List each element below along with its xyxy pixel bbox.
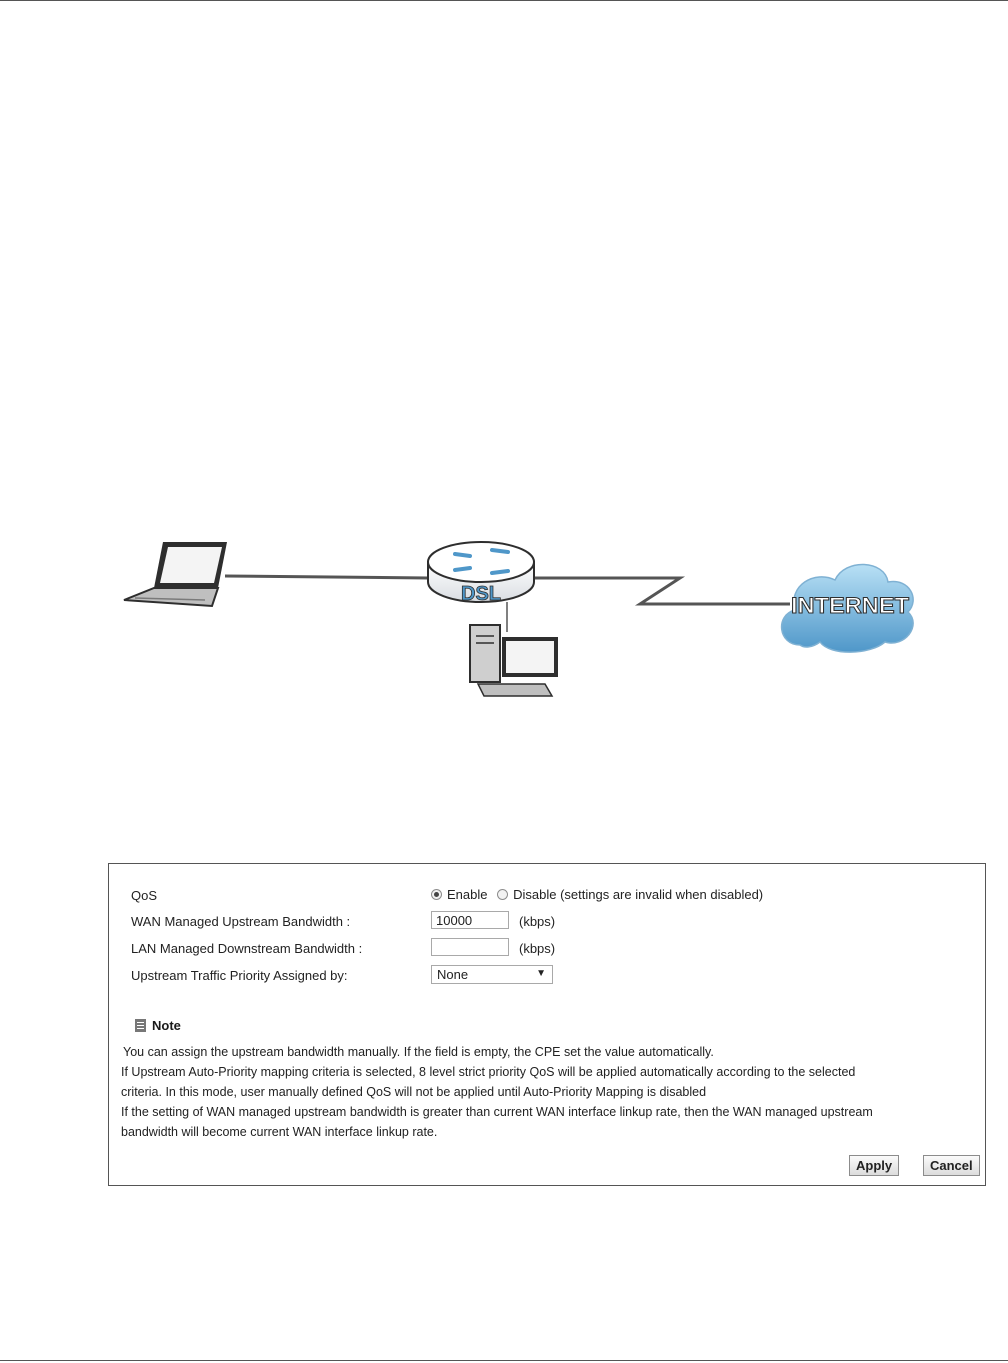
internet-cloud-icon: INTERNET — [780, 563, 914, 653]
note-line: If Upstream Auto-Priority mapping criter… — [121, 1065, 856, 1079]
qos-enable-radio[interactable] — [431, 889, 442, 900]
qos-label: QoS — [131, 888, 158, 903]
qos-radio-group: Enable Disable (settings are invalid whe… — [431, 887, 763, 902]
laptop-icon — [123, 542, 227, 608]
note-line: If the setting of WAN managed upstream b… — [121, 1105, 873, 1119]
downstream-unit: (kbps) — [519, 941, 556, 956]
note-title: Note — [152, 1018, 181, 1033]
note-line: criteria. In this mode, user manually de… — [121, 1085, 707, 1099]
desktop-computer-icon — [469, 624, 558, 697]
bottom-rule — [0, 1360, 1008, 1361]
upstream-bandwidth-label: WAN Managed Upstream Bandwidth : — [131, 914, 351, 929]
upstream-unit: (kbps) — [519, 914, 556, 929]
dropdown-arrow-icon: ▼ — [536, 968, 546, 979]
downstream-bandwidth-label: LAN Managed Downstream Bandwidth : — [131, 941, 363, 956]
apply-button[interactable]: Apply — [849, 1155, 900, 1176]
priority-selected-value: None — [437, 967, 469, 982]
note-line: bandwidth will become current WAN interf… — [121, 1125, 438, 1139]
internet-link — [535, 576, 790, 606]
top-rule — [0, 0, 1008, 1]
router-label: DSL — [461, 583, 501, 605]
router-icon: DSL — [427, 541, 535, 605]
qos-disable-label: Disable (settings are invalid when disab… — [513, 887, 764, 902]
qos-disable-radio[interactable] — [497, 889, 509, 900]
priority-assigned-label: Upstream Traffic Priority Assigned by: — [131, 968, 348, 983]
priority-assigned-select[interactable]: None ▼ — [431, 965, 553, 984]
laptop-link — [224, 574, 429, 580]
qos-enable-label: Enable — [447, 887, 488, 902]
note-icon — [135, 1019, 146, 1032]
note-header: Note — [135, 1018, 181, 1033]
note-line: You can assign the upstream bandwidth ma… — [123, 1045, 714, 1059]
cancel-button[interactable]: Cancel — [923, 1155, 980, 1176]
qos-settings-panel: QoS Enable Disable (settings are invalid… — [108, 863, 986, 1186]
downstream-bandwidth-input[interactable] — [431, 938, 509, 956]
cloud-label: INTERNET — [791, 593, 910, 618]
network-diagram: DSL INTERNET — [123, 541, 914, 697]
upstream-bandwidth-input[interactable] — [431, 911, 509, 929]
